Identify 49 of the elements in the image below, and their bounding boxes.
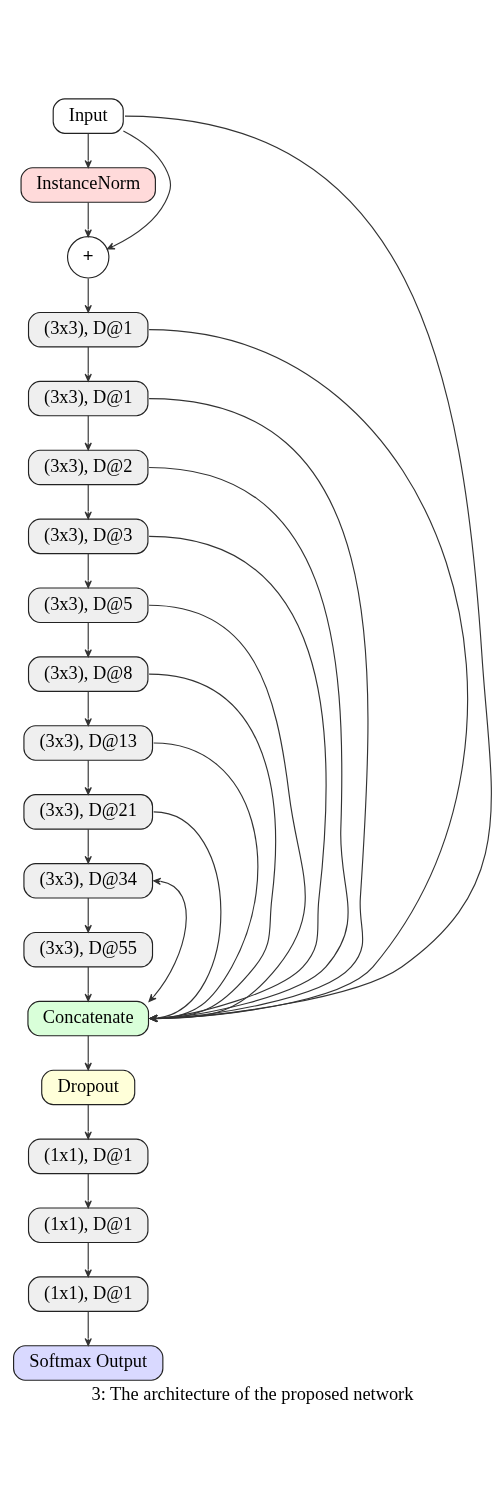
arrow	[123, 115, 492, 1022]
arrow	[84, 1034, 92, 1070]
node-box: Softmax Output	[12, 1344, 163, 1381]
node-box: (3x3), D@13	[22, 724, 153, 761]
arrow	[84, 201, 92, 237]
node-box: (3x3), D@5	[27, 586, 148, 623]
arrow	[84, 414, 92, 450]
arrow	[106, 129, 171, 249]
arrow	[148, 535, 327, 1022]
node-box: (3x3), D@1	[27, 311, 148, 347]
arrow	[149, 810, 221, 1022]
arrow	[84, 621, 92, 657]
node-box: (1x1), D@1	[27, 1206, 148, 1243]
arrow	[84, 1241, 92, 1277]
arrow	[149, 741, 258, 1022]
arrow	[84, 965, 92, 1002]
arrow	[84, 277, 92, 313]
node-circle: +	[66, 235, 109, 279]
arrow	[148, 877, 187, 1002]
node-box: Concatenate	[26, 1000, 149, 1036]
arrow	[84, 897, 92, 933]
node-box: (3x3), D@55	[22, 931, 153, 967]
arrow	[84, 345, 92, 382]
node-box: Input	[52, 97, 124, 134]
arrow	[84, 759, 92, 795]
arrow	[84, 552, 92, 588]
node-box: Dropout	[40, 1069, 135, 1105]
node-box: (1x1), D@1	[27, 1138, 148, 1174]
arrow	[148, 397, 369, 1022]
arrow	[148, 604, 306, 1022]
caption: 3: The architecture of the proposed network	[91, 1383, 413, 1404]
arrow	[84, 483, 92, 519]
arrow	[84, 1310, 92, 1346]
arrow	[84, 132, 92, 168]
node-box: (3x3), D@21	[22, 793, 153, 830]
node-box: (1x1), D@1	[27, 1275, 148, 1312]
node-box: (3x3), D@2	[27, 449, 148, 485]
node-box: InstanceNorm	[20, 166, 156, 203]
node-box: (3x3), D@34	[22, 862, 153, 899]
node-box: (3x3), D@8	[27, 655, 148, 692]
arrow	[148, 466, 349, 1022]
arrow	[84, 690, 92, 726]
arrow	[84, 828, 92, 864]
arrow	[84, 1103, 92, 1139]
node-box: (3x3), D@3	[27, 518, 148, 554]
arrow	[148, 328, 468, 1022]
node-box: (3x3), D@1	[27, 380, 148, 416]
arrow	[84, 1172, 92, 1208]
arrow	[148, 673, 276, 1022]
